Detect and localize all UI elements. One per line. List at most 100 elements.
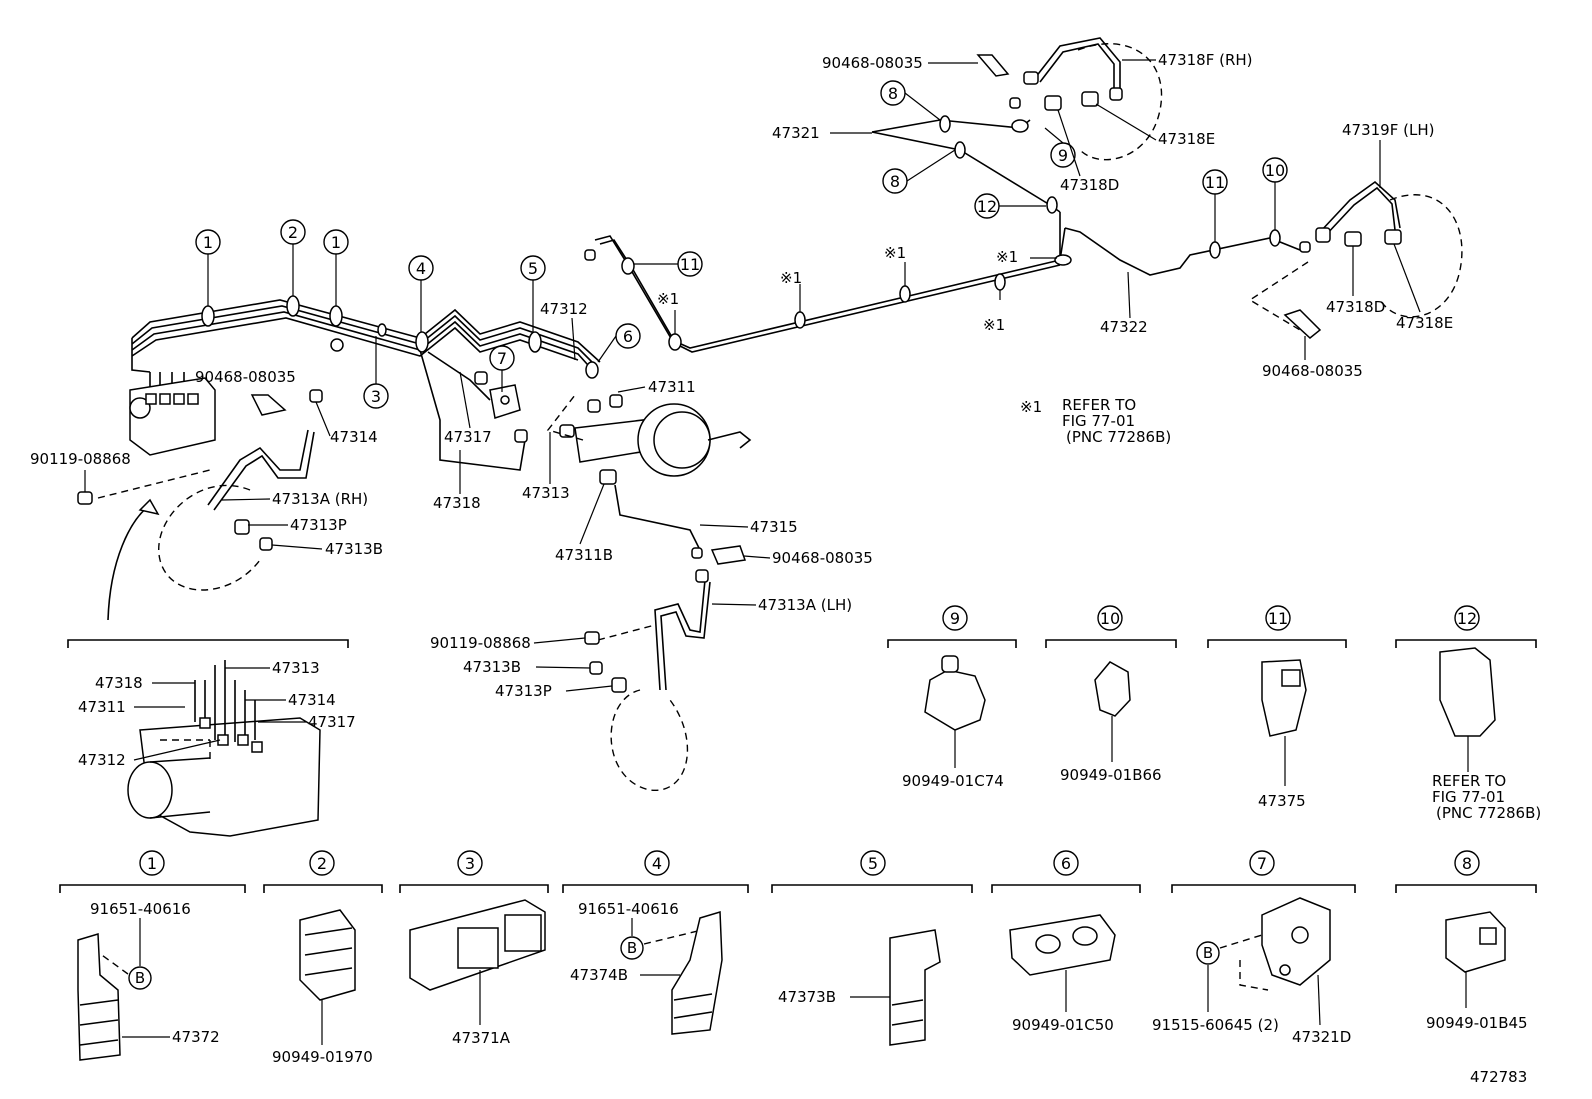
callout-8a: 8 (880, 80, 906, 106)
inset-label-47318: 47318 (95, 674, 143, 692)
label-47318D-top: 47318D (1060, 176, 1119, 194)
detail-8: 8 90949-01B45 (1395, 850, 1537, 1032)
label-47314: 47314 (330, 428, 378, 446)
svg-text:12: 12 (977, 197, 997, 216)
label-47313P-left: 47313P (290, 516, 347, 534)
detail-10: 10 90949-01B66 (1045, 605, 1177, 784)
tube-clips (201, 115, 1281, 379)
svg-text:B: B (1203, 944, 1213, 962)
abs-actuator-top (129, 377, 216, 456)
callout-10: 10 (1262, 157, 1288, 183)
label-90468-left: 90468-08035 (195, 368, 296, 386)
svg-text:1: 1 (331, 233, 341, 252)
rear-tube (594, 212, 1301, 353)
callout-7: 7 (489, 345, 515, 371)
callout-3: 3 (363, 383, 389, 409)
label-47318E-top: 47318E (1158, 130, 1215, 148)
label-47322: 47322 (1100, 318, 1148, 336)
detail-5: 5 47373B (771, 850, 973, 1046)
proportioning-valve (489, 384, 521, 419)
svg-text:90949-01B45: 90949-01B45 (1426, 1014, 1528, 1032)
label-47311: 47311 (648, 378, 696, 396)
detail-11: 11 47375 (1207, 605, 1347, 810)
svg-text:10: 10 (1265, 161, 1285, 180)
label-47318D-right: 47318D (1326, 298, 1385, 316)
label-47319F: 47319F (LH) (1342, 121, 1434, 139)
callout-1a: 1 (195, 229, 221, 255)
label-90468-right: 90468-08035 (1262, 362, 1363, 380)
front-rh-hose (77, 429, 315, 621)
star-marks: ※1 ※1 ※1 ※1 ※1 (657, 244, 1018, 334)
star-mark-4: ※1 (983, 316, 1005, 334)
inset-label-47312: 47312 (78, 751, 126, 769)
svg-text:11: 11 (1205, 173, 1225, 192)
detail-6: 6 90949-01C50 (991, 850, 1141, 1034)
callout-4: 4 (408, 255, 434, 281)
svg-text:90949-01970: 90949-01970 (272, 1048, 373, 1066)
label-90468-top: 90468-08035 (822, 54, 923, 72)
label-47312: 47312 (540, 300, 588, 318)
svg-text:3: 3 (371, 387, 381, 406)
inset-label-47311: 47311 (78, 698, 126, 716)
svg-text:7: 7 (1257, 854, 1267, 873)
callout-1b: 1 (323, 229, 349, 255)
svg-text:FIG 77-01: FIG 77-01 (1062, 412, 1135, 430)
part-labels: 90468-08035 47318F (RH) 4 7 3 2 1 47318E 473… (30, 51, 1453, 700)
rear-lh-hose (1248, 180, 1463, 339)
detail-3: 3 47371A (399, 850, 549, 1047)
svg-text:12: 12 (1457, 609, 1477, 628)
label-47313: 47313 (522, 484, 570, 502)
label-47313A-RH: 47313A (RH) (272, 490, 368, 508)
svg-text:(PNC 77286B): (PNC 77286B) (1436, 804, 1541, 822)
svg-text:47374B: 47374B (570, 966, 628, 984)
svg-text:8: 8 (1462, 854, 1472, 873)
svg-text:8: 8 (890, 172, 900, 191)
svg-text:47375: 47375 (1258, 792, 1306, 810)
svg-text:91651-40616: 91651-40616 (578, 900, 679, 918)
svg-text:2: 2 (288, 223, 298, 242)
svg-text:3: 3 (465, 854, 475, 873)
label-47313B-mid: 47313B (463, 658, 521, 676)
inset-label-47313: 47313 (272, 659, 320, 677)
label-47311B: 47311B (555, 546, 613, 564)
svg-text:4: 4 (416, 259, 426, 278)
svg-text:REFER TO: REFER TO (1432, 772, 1506, 790)
svg-text:90949-01C74: 90949-01C74 (902, 772, 1004, 790)
label-47313A-LH: 47313A (LH) (758, 596, 852, 614)
star-mark-2: ※1 (884, 244, 906, 262)
fittings (234, 54, 1402, 693)
callout-11a: 11 (677, 251, 703, 277)
svg-text:11: 11 (1268, 609, 1288, 628)
callout-5: 5 (520, 255, 546, 281)
callout-11b: 11 (1202, 169, 1228, 195)
svg-text:91651-40616: 91651-40616 (90, 900, 191, 918)
callout-12: 12 (974, 193, 1000, 219)
label-47318F: 47318F (RH) (1158, 51, 1253, 69)
callout-8b: 8 (882, 168, 908, 194)
svg-text:6: 6 (1061, 854, 1071, 873)
inset-actuator: 47318 47313 47311 47314 47317 47312 (67, 639, 356, 837)
svg-text:※1: ※1 (1020, 398, 1042, 416)
star-mark-5: ※1 (657, 290, 679, 308)
detail-2: 2 90949-01970 (263, 850, 383, 1066)
label-47318E-right: 47318E (1396, 314, 1453, 332)
svg-text:47371A: 47371A (452, 1029, 511, 1047)
svg-text:10: 10 (1100, 609, 1120, 628)
label-47318: 47318 (433, 494, 481, 512)
svg-text:1: 1 (147, 854, 157, 873)
callout-9: 9 (1050, 142, 1076, 168)
svg-text:REFER TO: REFER TO (1062, 396, 1136, 414)
callout-leaders (207, 92, 1276, 392)
inset-label-47317: 47317 (308, 713, 356, 731)
callout-circles: 1 2 1 4 5 6 7 3 11 8 8 9 12 11 10 (195, 80, 1288, 409)
svg-text:(PNC 77286B): (PNC 77286B) (1066, 428, 1171, 446)
detail-9: 9 90949-01C74 (887, 605, 1017, 790)
svg-text:B: B (627, 939, 637, 957)
front-lh-hose (597, 484, 747, 791)
star-mark-1: ※1 (780, 269, 802, 287)
label-47313B-left: 47313B (325, 540, 383, 558)
svg-text:91515-60645 (2): 91515-60645 (2) (1152, 1016, 1279, 1034)
inset-label-47314: 47314 (288, 691, 336, 709)
svg-text:11: 11 (680, 255, 700, 274)
